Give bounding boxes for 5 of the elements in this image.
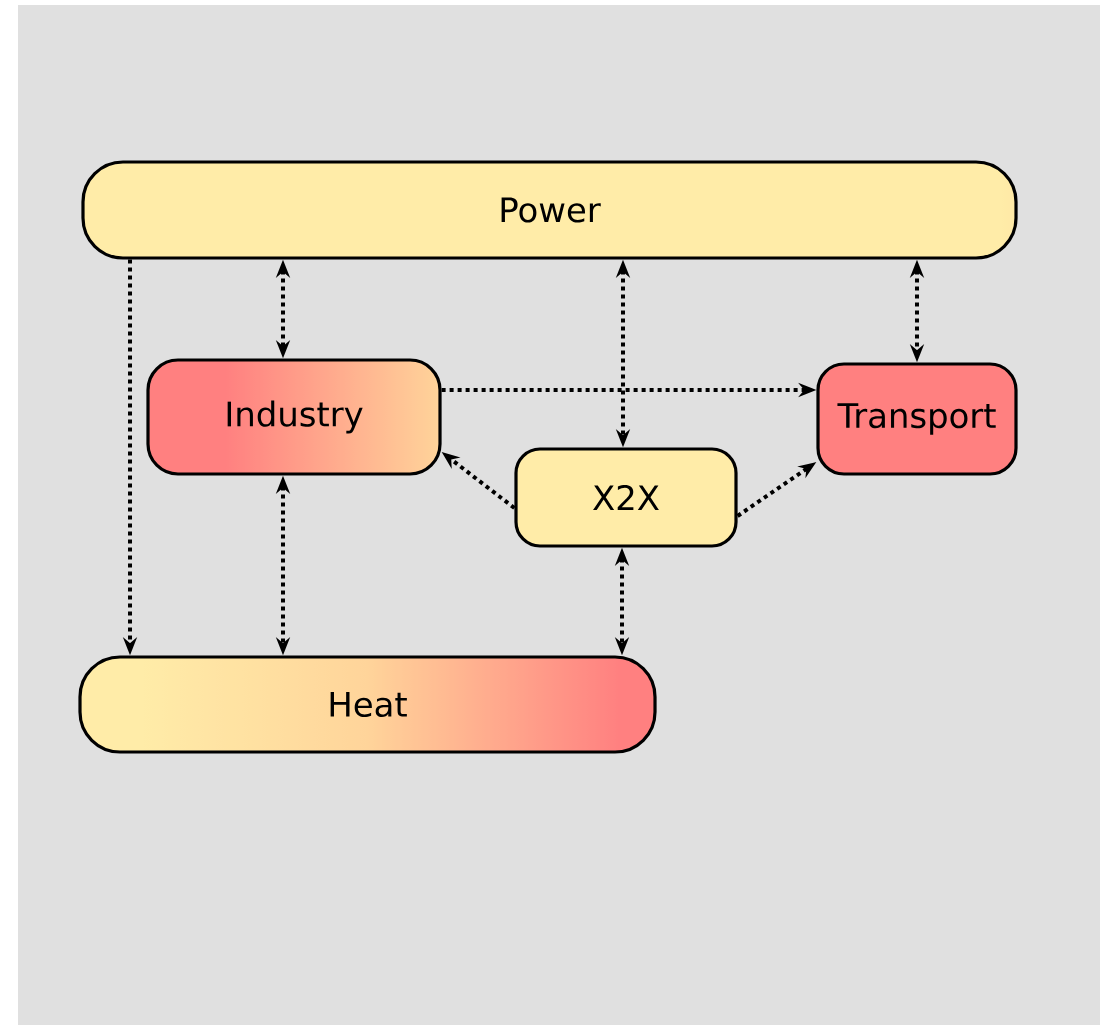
process-box: X2X — [514, 447, 738, 548]
process-box: Power — [81, 160, 1018, 260]
process-box: Industry — [146, 358, 442, 476]
process-box: Transport — [816, 362, 1018, 476]
process-box: Heat — [78, 655, 657, 754]
